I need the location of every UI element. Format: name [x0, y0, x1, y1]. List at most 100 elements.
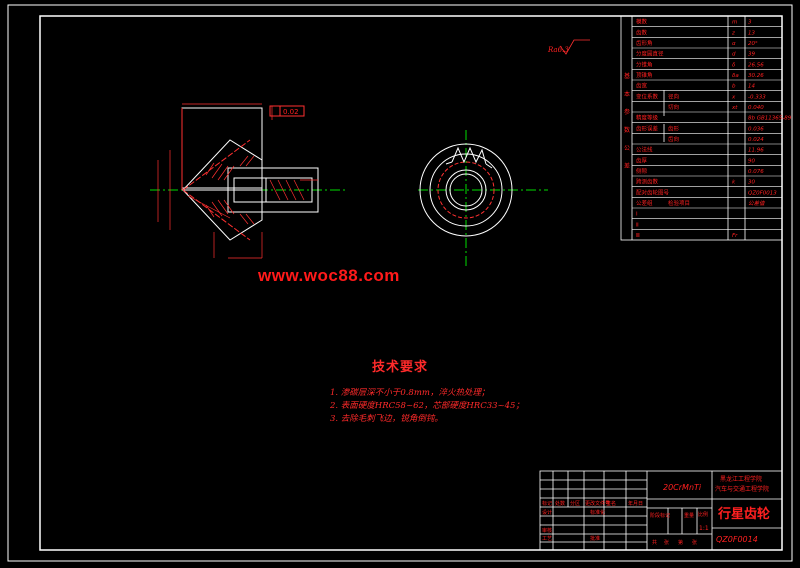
- param-value: 13: [748, 30, 755, 36]
- param-symbol: m: [732, 20, 737, 26]
- param-name: 精度等级: [636, 114, 659, 122]
- scale-label: 比例: [698, 511, 708, 518]
- tolerance-value: 0.02: [283, 108, 299, 116]
- param-name: 分锥角: [636, 60, 653, 68]
- tb-label-design: 设计: [542, 509, 552, 516]
- tb-label-total: 共: [652, 539, 657, 546]
- param-value: 0.024: [748, 137, 764, 143]
- param-value: 14: [748, 84, 755, 90]
- param-value: 0.076: [748, 169, 764, 175]
- param-table-frame: [620, 15, 783, 241]
- param-sub: 径向: [668, 92, 679, 100]
- param-name: Ⅱ: [636, 222, 639, 228]
- tb-label-mark: 标记: [542, 500, 552, 507]
- param-symbol: d: [732, 52, 736, 58]
- param-value: 20°: [748, 41, 758, 47]
- param-value: 公差值: [748, 200, 766, 207]
- param-value: 11.96: [748, 148, 764, 154]
- param-side-label: 公: [624, 145, 630, 152]
- param-symbol: δa: [732, 73, 739, 79]
- param-name: 齿数: [636, 28, 648, 36]
- param-sub: 切向: [668, 103, 679, 111]
- param-symbol: z: [731, 30, 735, 36]
- param-name: 变位系数: [636, 92, 659, 100]
- param-table-rows: 模数 m 3 齿数 z 13 齿形角 α 20° 分度圆直径 d 39 分锥角 δ 26.56 顶锥角 δa 30…: [624, 18, 792, 239]
- param-name: Ⅰ: [636, 212, 638, 218]
- tb-label-page: 第: [678, 539, 683, 546]
- tech-item-1: 1. 渗碳层深不小于0.8mm，淬火热处理；: [330, 388, 490, 398]
- param-symbol: x: [731, 94, 736, 100]
- tb-label-sheet1: 张: [664, 539, 669, 546]
- tech-requirements-title: 技术要求: [372, 360, 429, 375]
- param-value: 8b GB11365-89: [748, 116, 792, 122]
- tb-label-review: 审核: [542, 527, 552, 534]
- param-side-label: 差: [624, 162, 630, 170]
- tb-label-change: 更改文件号: [585, 500, 610, 507]
- param-value: 30: [748, 180, 755, 186]
- param-value: 0.040: [748, 105, 764, 111]
- material: 20CrMnTi: [663, 483, 702, 492]
- outer-border: [7, 4, 793, 562]
- tb-label-date: 年月日: [628, 500, 643, 507]
- roughness-value: Ra6.3: [547, 46, 569, 54]
- title-block-texts: 20CrMnTi 黑龙江工程学院 汽车与交通工程学院 行星齿轮 QZ0F0014…: [542, 475, 770, 546]
- roughness-symbol: [559, 39, 590, 55]
- inner-border: [39, 15, 783, 551]
- param-value: 0.036: [748, 126, 764, 132]
- param-sub: 齿形: [668, 124, 680, 132]
- param-side-label: 本: [624, 90, 630, 98]
- tb-label-sign: 签名: [606, 500, 616, 507]
- param-name: 齿厚: [636, 157, 648, 164]
- param-name: 模数: [636, 18, 648, 26]
- tb-label-count: 处数: [555, 500, 565, 507]
- param-value: 3: [748, 20, 752, 26]
- param-value: -0.333: [748, 94, 766, 100]
- watermark: www.woc88.com: [258, 266, 400, 285]
- param-value: 30.26: [748, 73, 764, 79]
- param-name: 公差组: [636, 199, 653, 207]
- tb-label-stage: 阶段标记: [650, 512, 670, 519]
- drawing-number: QZ0F0014: [716, 535, 758, 544]
- param-name: 侧隙: [636, 167, 648, 175]
- param-name: 公法线: [636, 146, 653, 154]
- param-side-label: 参: [624, 108, 630, 116]
- tb-label-standard: 标准化: [590, 509, 605, 516]
- tech-item-2: 2. 表面硬度HRC58~62，芯部硬度HRC33~45；: [330, 401, 524, 411]
- param-name: Ⅲ: [636, 233, 640, 239]
- param-sub: 齿向: [668, 135, 679, 143]
- tech-requirements: 技术要求 1. 渗碳层深不小于0.8mm，淬火热处理； 2. 表面硬度HRC58…: [330, 356, 524, 426]
- tb-label-process: 工艺: [542, 536, 552, 542]
- title-block-frame: [539, 470, 783, 551]
- tb-label-approve: 批准: [590, 535, 600, 542]
- part-name: 行星齿轮: [717, 506, 770, 522]
- param-symbol: k: [732, 180, 736, 186]
- tb-label-weight: 重量: [684, 512, 694, 519]
- param-name: 齿形误差: [636, 124, 659, 132]
- param-value: 39: [748, 52, 755, 58]
- school-name: 黑龙江工程学院: [720, 475, 762, 483]
- tech-item-3: 3. 去除毛刺飞边，锐角倒钝。: [330, 414, 443, 424]
- param-symbol: δ: [732, 62, 736, 68]
- scale-value: 1:1: [699, 525, 709, 532]
- tb-label-zone: 分区: [570, 500, 580, 507]
- param-name: 配对齿轮图号: [636, 188, 670, 196]
- param-name: 齿形角: [636, 39, 653, 47]
- param-name: 分度圆直径: [636, 50, 664, 58]
- param-symbol: b: [732, 84, 736, 90]
- side-view: [418, 130, 548, 268]
- param-symbol: xt: [731, 105, 738, 111]
- param-name: 齿宽: [636, 82, 648, 90]
- param-value: QZ0F0013: [748, 190, 777, 196]
- param-value: 90: [748, 158, 755, 164]
- param-side-label: 基: [624, 72, 630, 80]
- param-value: 26.56: [748, 62, 764, 68]
- param-side-label: 数: [624, 126, 630, 134]
- param-symbol: α: [732, 41, 736, 47]
- section-view: [150, 103, 345, 259]
- param-name: 顶锥角: [636, 71, 653, 79]
- param-sub: 检验项目: [668, 199, 690, 207]
- param-symbol: Fr: [732, 233, 738, 239]
- department-name: 汽车与交通工程学院: [715, 485, 769, 493]
- tb-label-sheet2: 张: [692, 539, 697, 546]
